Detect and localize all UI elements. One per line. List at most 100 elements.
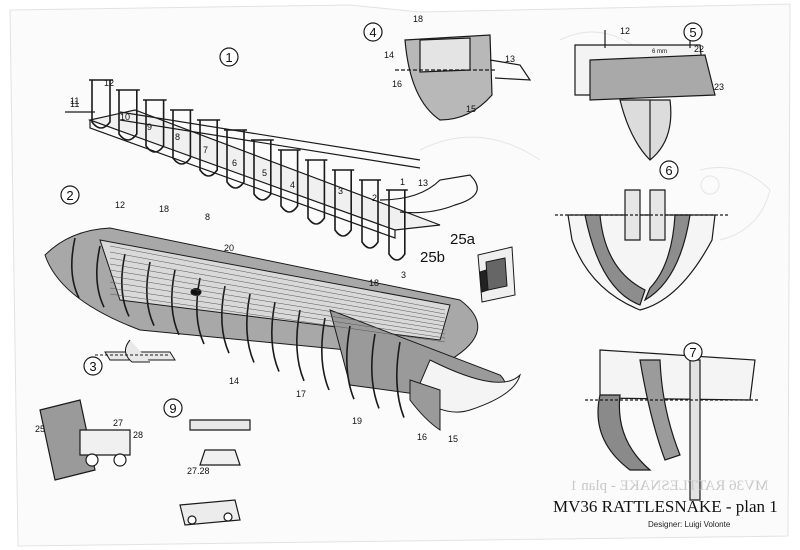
deck-plank <box>109 293 446 343</box>
step5-section <box>574 30 716 161</box>
part-label: 3 <box>338 186 343 196</box>
part-label: 6 <box>232 158 237 168</box>
frame-rib <box>271 301 280 372</box>
part-label: 20 <box>224 243 234 253</box>
part-label: 27.28 <box>187 466 210 476</box>
frame-rib <box>307 160 326 225</box>
part-label: 15 <box>466 104 476 114</box>
part-label: 11 <box>70 96 79 106</box>
deck-plank <box>109 287 446 339</box>
frame-rib <box>280 150 299 213</box>
frame-rib <box>388 190 406 261</box>
frame-rib <box>221 285 230 354</box>
mirrored-title: MV36 RATTLESNAKE - plan 1 <box>570 478 769 494</box>
part-label: 18 <box>369 278 379 288</box>
frame-rib <box>121 253 130 317</box>
part-label: 3 <box>401 270 406 280</box>
part-label: 23 <box>714 82 724 92</box>
part-label: 4 <box>290 180 295 190</box>
part-label: 12 <box>620 26 630 36</box>
part-label: 9 <box>147 122 152 132</box>
frame-rib <box>334 170 352 237</box>
step3-bow <box>395 34 532 121</box>
part-label: 12 <box>104 78 114 88</box>
deck-plank <box>109 263 446 323</box>
part-label: 12 <box>115 200 125 210</box>
designer-credit: Designer: Luigi Volonte <box>648 520 731 529</box>
part-label: 16 <box>392 79 402 89</box>
step-number: 2 <box>66 188 73 203</box>
frame-rib <box>246 293 255 363</box>
step-number: 7 <box>689 345 696 360</box>
deck-plank <box>109 269 446 327</box>
frame-rib <box>172 110 192 165</box>
frame-rib <box>118 90 138 141</box>
frame-rib <box>321 317 330 391</box>
part-label: 2 <box>372 193 377 203</box>
frame-rib <box>146 261 155 326</box>
step6-section <box>555 189 730 311</box>
step-circle <box>83 356 103 376</box>
deck-plank <box>109 251 446 315</box>
part-label: 8 <box>175 132 180 142</box>
step-number: 5 <box>689 25 696 40</box>
frame-rib <box>199 120 218 177</box>
step-number: 3 <box>89 359 96 374</box>
plate-labels: 25a 25b <box>420 231 476 266</box>
frame-rib <box>91 80 111 129</box>
part-label: 14 <box>229 376 239 386</box>
step-number: 9 <box>169 401 176 416</box>
frame-rib <box>71 237 80 299</box>
part-label: 18 <box>413 14 423 24</box>
step-number: 1 <box>225 50 232 65</box>
step-number: 6 <box>665 163 672 178</box>
plan-title: MV36 RATTLESNAKE - plan 1 <box>553 497 778 516</box>
ruler-label: 6 mm <box>652 49 667 55</box>
part-label: 10 <box>120 112 130 122</box>
plate-25 <box>477 246 516 303</box>
part-label: 15 <box>448 434 458 444</box>
step4-assembly <box>44 227 521 431</box>
frame-rib <box>96 245 105 308</box>
deck-plank <box>109 281 446 335</box>
step4-planks <box>109 245 446 343</box>
part-label: 5 <box>262 168 267 178</box>
frame-rib <box>145 100 165 153</box>
frame-rib <box>396 341 405 418</box>
part-label: 1 <box>400 177 405 187</box>
frame-rib <box>296 309 305 382</box>
step-circle <box>363 22 383 42</box>
step-circle <box>683 22 703 42</box>
step-number: 4 <box>369 25 376 40</box>
part-label: 7 <box>203 145 208 155</box>
part-label: 18 <box>159 204 169 214</box>
part-label: 19 <box>352 416 362 426</box>
part-label: 8 <box>205 212 210 222</box>
deck-plank <box>109 245 446 311</box>
part-label: 13 <box>418 178 428 188</box>
step9-cannon <box>39 399 251 526</box>
frame-rib <box>346 325 355 400</box>
step2-part <box>95 339 176 363</box>
frame-rib <box>253 140 272 201</box>
plate-label: 25a <box>450 231 476 248</box>
plate-label: 25b <box>420 249 445 266</box>
frame-rib <box>226 130 245 189</box>
step-circle <box>60 185 80 205</box>
step1-frames <box>89 79 408 261</box>
frame-rib <box>371 333 380 409</box>
frame-rib <box>171 269 180 336</box>
deck-plank <box>109 275 446 331</box>
part-label: 27 <box>113 418 123 428</box>
frame-rib <box>361 180 379 249</box>
part-label: 28 <box>133 430 143 440</box>
step-circle <box>659 160 679 180</box>
step-circle <box>163 398 183 418</box>
keel-label: 11 <box>70 99 79 109</box>
step-circle <box>219 47 239 67</box>
step7-section <box>585 349 760 501</box>
